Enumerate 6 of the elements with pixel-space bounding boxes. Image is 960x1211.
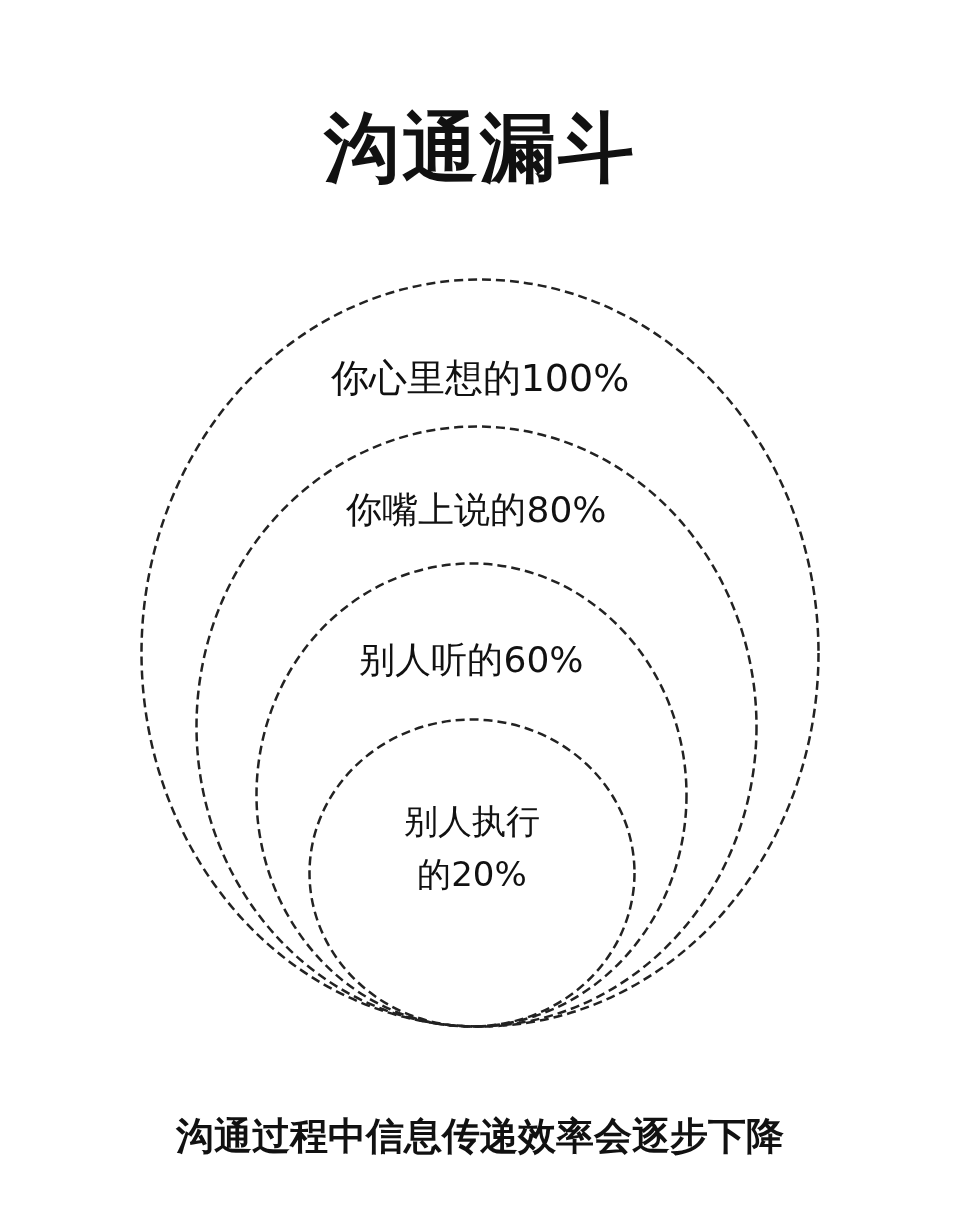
caption: 沟通过程中信息传递效率会逐步下降 <box>175 1113 785 1160</box>
ellipse-label: 别人执行的20% <box>403 800 541 896</box>
title: 沟通漏斗 <box>322 102 637 194</box>
ellipse-label: 你心里想的100% <box>329 354 631 402</box>
ellipse-label: 你嘴上说的80% <box>345 488 608 533</box>
ellipse-label: 别人听的60% <box>358 638 585 683</box>
